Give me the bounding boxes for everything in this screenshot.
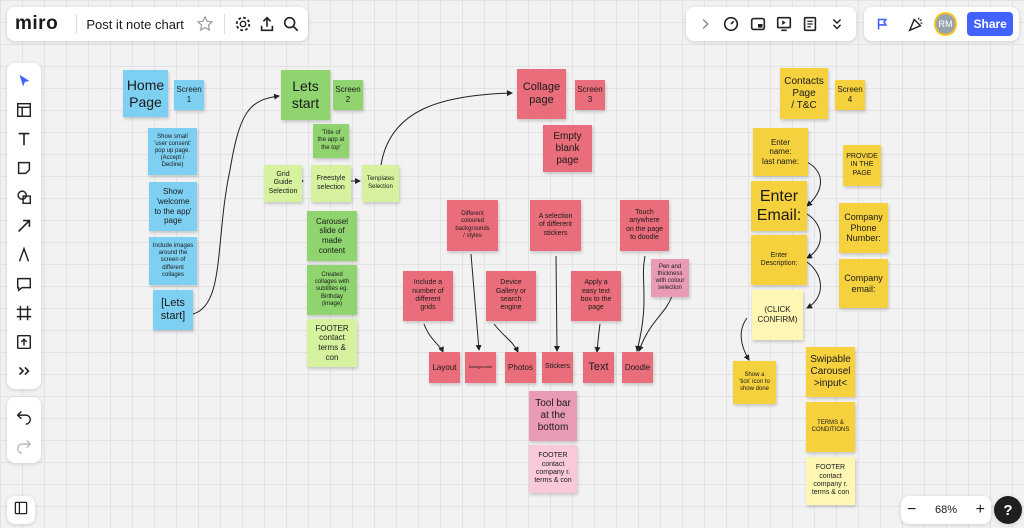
sticky-note[interactable]: Different coloured backgrounds / styles [447,200,498,251]
select-icon[interactable] [10,67,38,95]
sticky-note[interactable]: [Lets start] [153,290,193,330]
sticky-note[interactable]: Enter Email: [751,181,807,231]
undo-redo-bar [7,397,41,463]
sticky-note[interactable]: Tool bar at the bottom [529,391,577,441]
board-title[interactable]: Post it note chart [86,16,184,32]
templates-icon[interactable] [10,96,38,124]
zoom-out-button[interactable]: − [907,501,917,518]
sticky-note[interactable]: TERMS & CONDITIONS [806,402,855,452]
celebrate-icon[interactable] [902,10,930,38]
sticky-note[interactable]: Home Page [123,70,168,117]
reactions-flag-icon[interactable] [870,10,898,38]
zoom-controls: − 68% + [901,496,991,524]
sticky-note[interactable]: PROVIDE IN THE PAGE [843,145,881,186]
text-icon[interactable] [10,125,38,153]
sticky-note[interactable]: Templates Selection [362,165,399,202]
redo-icon[interactable] [10,431,38,459]
sticky-note[interactable]: Stickers [542,352,573,383]
notes-document-icon[interactable] [797,10,823,38]
sticky-note[interactable]: Collage page [517,69,566,119]
sticky-note[interactable]: Screen 2 [333,80,363,110]
sticky-note[interactable]: Layout [429,352,460,383]
miro-logo[interactable]: miro [15,13,59,34]
zoom-in-button[interactable]: + [975,501,985,518]
arrow-icon[interactable] [10,212,38,240]
collaboration-toolbar [686,7,856,41]
sticky-note[interactable]: FOOTER contact company r. terms & con [529,445,577,493]
sticky-note[interactable]: Screen 3 [575,80,605,110]
help-button[interactable]: ? [994,496,1022,524]
sticky-note[interactable]: Freestyle selection [311,165,351,202]
sticky-note[interactable]: Apply a easy text box to the page [571,271,621,321]
search-icon[interactable] [282,10,300,38]
more-tools-icon[interactable] [10,357,38,385]
comment-icon[interactable] [10,270,38,298]
sticky-note[interactable]: Company email: [839,259,888,308]
video-call-icon[interactable] [745,10,771,38]
sticky-note[interactable]: Grid Guide Selection [264,165,302,202]
sticky-note[interactable]: FOOTER contact company r. terms & con [806,457,855,505]
sticky-note[interactable]: Show a 'tick' icon to show done [733,361,776,404]
sticky-note[interactable]: A selection of different stickers [530,200,581,251]
left-toolbar [7,63,41,389]
sticky-note[interactable]: Text [583,352,614,383]
frames-panel-toggle[interactable] [7,496,35,524]
sticky-note[interactable]: Empty blank page [543,125,592,172]
star-icon[interactable] [196,10,214,38]
pen-icon[interactable] [10,241,38,269]
chevron-down-double-icon[interactable] [824,10,850,38]
sticky-note-icon[interactable] [10,154,38,182]
sticky-note[interactable]: Backgrounds [465,352,496,383]
chevron-right-icon[interactable] [692,10,718,38]
sticky-note[interactable]: Show 'welcome to the app' page [149,182,197,231]
sticky-note[interactable]: Carousel slide of made content [307,211,357,261]
sticky-note[interactable]: Screen 4 [835,80,865,110]
present-icon[interactable] [771,10,797,38]
undo-icon[interactable] [10,402,38,430]
sticky-note[interactable]: Show small 'user consent' pop up page. (… [148,128,197,175]
sticky-note[interactable]: Pen and thickness with colour selection [651,259,689,297]
sticky-note[interactable]: Lets start [281,70,330,120]
sidebar-panel-icon [13,500,29,521]
sticky-note[interactable]: Contacts Page / T&C [780,68,828,119]
sticky-note[interactable]: Created collages with subtitles eg. Birt… [307,265,357,315]
upload-icon[interactable] [10,328,38,356]
user-avatar[interactable]: RM [933,12,958,36]
sticky-note[interactable]: Screen 1 [174,80,204,110]
export-upload-icon[interactable] [258,10,276,38]
zoom-level[interactable]: 68% [934,504,958,516]
sticky-note[interactable]: Photos [505,352,536,383]
sticky-note[interactable]: (CLICK CONFIRM) [752,290,803,340]
sticky-note[interactable]: Swipable Carousel >input< [806,347,855,397]
sticky-note[interactable]: 'Title of the app at the top' [313,124,349,158]
sticky-note[interactable]: Include a number of different grids [403,271,453,321]
share-button[interactable]: Share [967,12,1013,36]
board-header: miro Post it note chart [7,7,308,41]
sticky-note[interactable]: Enter name: last name: [753,128,808,176]
timer-icon[interactable] [718,10,744,38]
frame-icon[interactable] [10,299,38,327]
sticky-note[interactable]: Touch anywhere on the page to doodle [620,200,669,251]
share-toolbar: RM Share [864,7,1019,41]
sticky-note[interactable]: FOOTER contact terms & con [307,319,357,367]
sticky-note[interactable]: Doodle [622,352,653,383]
sticky-note[interactable]: Device Gallery or search engine [486,271,536,321]
settings-gear-icon[interactable] [234,10,252,38]
sticky-note[interactable]: Enter Description: [751,235,807,285]
shapes-icon[interactable] [10,183,38,211]
sticky-note[interactable]: Include images around the screen of diff… [149,237,197,285]
sticky-note[interactable]: Company Phone Number: [839,203,888,253]
